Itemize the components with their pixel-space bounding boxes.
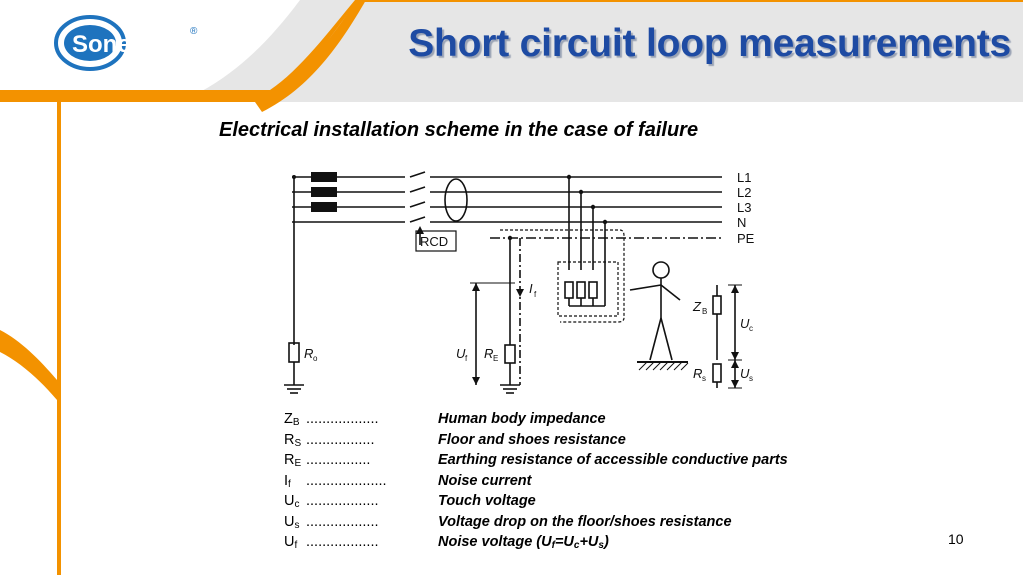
- legend-dots: ..................: [306, 493, 379, 509]
- legend-description: Noise voltage (Uf=Uc+Us): [438, 534, 609, 551]
- label-r0-sub: o: [313, 354, 318, 363]
- diagram-subtitle: Electrical installation scheme in the ca…: [219, 119, 699, 141]
- page-number: 10: [948, 531, 964, 547]
- legend-symbol: RS: [284, 431, 302, 449]
- installation-scheme-diagram: L1 L2 L3 N PE RCD R o I f U f R E Z B R …: [284, 170, 755, 394]
- label-uf: U: [456, 346, 466, 361]
- label-zb-sub: B: [702, 307, 707, 316]
- label-uc: U: [740, 316, 750, 331]
- label-zb: Z: [692, 299, 702, 314]
- label-l1: L1: [737, 170, 751, 185]
- label-l2: L2: [737, 185, 751, 200]
- label-if: I: [529, 281, 533, 296]
- legend-symbol: Uc: [284, 493, 300, 510]
- label-us-sub: s: [749, 374, 753, 383]
- legend-symbol: If: [284, 472, 291, 490]
- label-re-sub: E: [493, 354, 498, 363]
- label-rcd: RCD: [420, 234, 448, 249]
- label-if-sub: f: [534, 290, 537, 299]
- legend-dots: ..................: [306, 513, 379, 530]
- legend-symbol: ZB: [284, 411, 300, 428]
- sonel-logo: Sonel ®: [50, 14, 200, 74]
- label-rs-sub: s: [702, 374, 706, 383]
- label-n: N: [737, 215, 746, 230]
- page-title: Short circuit loop measurements: [408, 22, 1011, 65]
- legend-description: Noise current: [438, 472, 532, 489]
- legend-description: Human body impedance: [438, 411, 606, 427]
- legend-description: Voltage drop on the floor/shoes resistan…: [438, 513, 732, 530]
- logo-wordmark: Sonel: [72, 31, 137, 58]
- legend-symbol: RE: [284, 452, 302, 469]
- logo-registered-mark: ®: [190, 26, 198, 37]
- legend-description: Floor and shoes resistance: [438, 431, 626, 448]
- legend-dots: ..................: [306, 534, 379, 550]
- label-re: R: [484, 346, 493, 361]
- legend-description: Earthing resistance of accessible conduc…: [438, 452, 788, 468]
- label-uf-sub: f: [465, 354, 468, 363]
- label-uc-sub: c: [749, 324, 753, 333]
- legend-symbol: Us: [284, 513, 300, 531]
- legend-dots: ....................: [306, 472, 387, 489]
- label-pe: PE: [737, 231, 755, 246]
- legend-dots: ................: [306, 452, 371, 468]
- label-us: U: [740, 366, 750, 381]
- label-r0: R: [304, 346, 313, 361]
- legend-symbol: Uf: [284, 534, 298, 551]
- legend-dots: .................: [306, 431, 375, 448]
- label-rs: R: [693, 366, 702, 381]
- label-l3: L3: [737, 200, 751, 215]
- legend-description: Touch voltage: [438, 493, 536, 509]
- legend-dots: ..................: [306, 411, 379, 427]
